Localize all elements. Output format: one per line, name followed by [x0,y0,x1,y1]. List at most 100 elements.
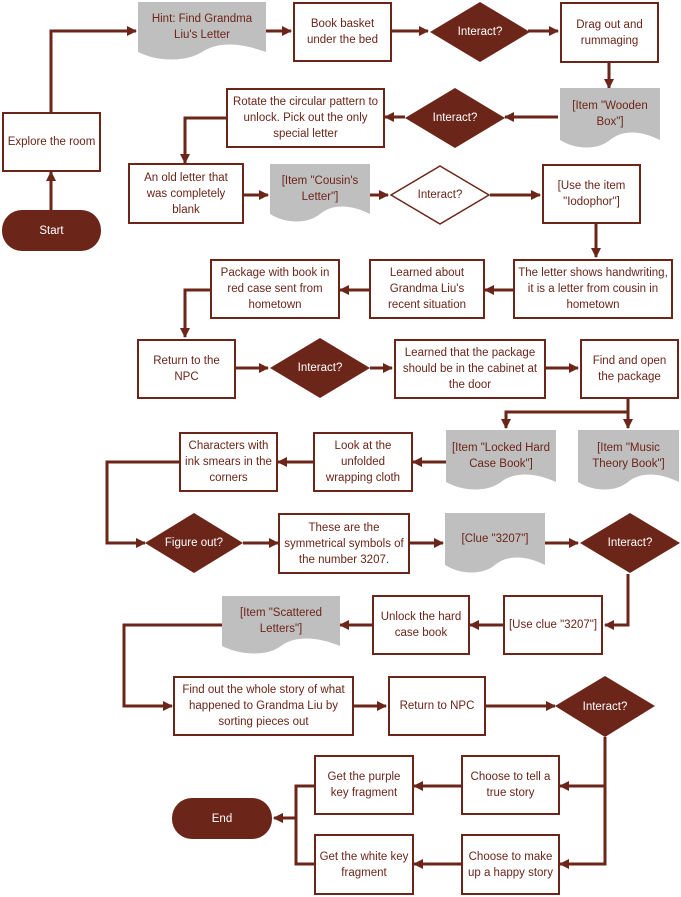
document-shape-icon [445,513,545,573]
node-white-key[interactable]: Get the white key fragment [314,834,414,895]
arrow-interact6-happy [559,786,607,869]
arrow-findopen-locked [501,399,630,429]
node-label: Package with book in red case sent from … [220,267,330,311]
node-return-npc-2[interactable]: Return to NPC [388,676,486,736]
node-label: Figure out? [164,537,224,549]
decision-interact-5[interactable]: Interact? [580,513,680,573]
node-learned-package[interactable]: Learned that the package should be in th… [394,339,546,399]
diamond-shape-icon [405,88,505,148]
node-find-open-package[interactable]: Find and open the package [580,339,679,399]
node-label: [Item "Wooden Box"] [572,100,648,128]
diamond-shape-icon [580,513,680,573]
node-purple-key[interactable]: Get the purple key fragment [314,755,414,815]
document-shape-icon [138,2,266,60]
node-label: Return to NPC [399,700,475,712]
document-shape-icon [270,164,370,222]
node-label: End [211,812,233,825]
node-happy-story[interactable]: Choose to make up a happy story [461,834,560,895]
document-shape-icon [446,430,556,490]
node-symmetrical-symbols[interactable]: These are the symmetrical symbols of the… [278,513,410,574]
node-label: [Use clue "3207"] [508,619,598,631]
node-label: Learned about Grandma Liu's recent situa… [388,267,466,311]
node-package-book[interactable]: Package with book in red case sent from … [210,259,340,319]
node-rotate-pattern[interactable]: Rotate the circular pattern to unlock. P… [226,88,385,148]
doc-scattered-letters[interactable]: [Item "Scattered Letters"] [222,596,340,656]
node-label: [Clue "3207"] [461,533,529,545]
diamond-shape-icon [555,676,655,737]
arrow-characters-figure [105,460,180,548]
node-label: Get the white key fragment [319,850,409,879]
node-label: [Item "Locked Hard Case Book"] [451,442,551,470]
node-label: [Item "Music Theory Book"] [592,442,665,470]
arrow-purple-end [273,784,314,823]
node-label: Start [39,224,64,237]
node-label: An old letter that was completely blank [144,171,228,216]
diamond-outline-icon [390,165,490,225]
node-label: Choose to make up a happy story [467,850,554,879]
node-letter-shows[interactable]: The letter shows handwriting, it is a le… [513,259,673,319]
arrow-interact6-true [559,737,607,791]
node-label: Interact? [297,362,343,374]
node-label: Explore the room [7,136,96,148]
node-label: Drag out and rummaging [576,18,643,47]
node-label: Unlock the hard case book [380,611,462,639]
node-true-story[interactable]: Choose to tell a true story [461,755,560,815]
arrow-explore-hint [49,26,137,112]
decision-interact-3[interactable]: Interact? [390,165,490,225]
arrow-interact5-useclue [604,574,630,630]
diamond-shape-icon [270,338,370,398]
node-label: Rotate the circular pattern to unlock. P… [232,96,379,140]
document-shape-icon [578,430,679,490]
node-label: Get the purple key fragment [327,771,401,799]
doc-locked-book[interactable]: [Item "Locked Hard Case Book"] [446,430,556,492]
node-book-basket[interactable]: Book basket under the bed [293,2,392,62]
arrow-white-end [273,813,314,866]
node-return-npc-1[interactable]: Return to the NPC [137,339,236,399]
node-label: [Use the item "Iodophor"] [557,180,626,208]
node-explore-room[interactable]: Explore the room [2,112,101,172]
decision-interact-4[interactable]: Interact? [270,338,370,398]
node-label: Learned that the package should be in th… [402,347,538,391]
node-label: Characters with ink smears in the corner… [185,440,272,484]
node-label: Look at the unfolded wrapping cloth [325,440,401,484]
node-unlock-book[interactable]: Unlock the hard case book [372,595,470,655]
node-label: The letter shows handwriting, it is a le… [518,267,668,311]
node-label: Interact? [582,700,628,713]
diamond-shape-icon [430,2,530,62]
node-drag-out[interactable]: Drag out and rummaging [560,2,659,63]
arrow-package-return1 [180,288,210,338]
document-shape-icon [222,596,340,654]
decision-figure-out[interactable]: Figure out? [145,513,243,573]
node-label: [Item "Cousin's Letter"] [281,175,359,203]
arrow-scattered-wholestory [122,623,222,711]
decision-interact-6[interactable]: Interact? [555,676,655,737]
node-look-cloth[interactable]: Look at the unfolded wrapping cloth [313,432,413,492]
node-label: Interact? [417,189,463,201]
node-characters-smears[interactable]: Characters with ink smears in the corner… [179,432,278,492]
node-old-letter[interactable]: An old letter that was completely blank [128,163,244,224]
node-label: Book basket under the bed [307,18,378,46]
node-label: Return to the NPC [153,355,220,383]
node-label: Interact? [457,26,503,38]
start-terminal[interactable]: Start [2,210,101,251]
doc-music-book[interactable]: [Item "Music Theory Book"] [578,430,679,492]
node-use-iodophor[interactable]: [Use the item "Iodophor"] [542,164,641,224]
doc-cousin-letter[interactable]: [Item "Cousin's Letter"] [270,164,370,224]
doc-clue-3207[interactable]: [Clue "3207"] [445,513,545,575]
decision-interact-1[interactable]: Interact? [430,2,530,62]
doc-wooden-box[interactable]: [Item "Wooden Box"] [560,88,660,150]
node-learned-about[interactable]: Learned about Grandma Liu's recent situa… [369,259,485,319]
end-terminal[interactable]: End [172,798,272,839]
node-whole-story[interactable]: Find out the whole story of what happene… [173,676,354,736]
node-label: Find and open the package [592,355,667,383]
diamond-shape-icon [145,513,243,573]
node-label: Interact? [432,112,478,124]
node-label: These are the symmetrical symbols of the… [284,521,404,566]
node-label: Choose to tell a true story [470,771,551,799]
decision-interact-2[interactable]: Interact? [405,88,505,148]
doc-hint[interactable]: Hint: Find Grandma Liu's Letter [138,2,266,62]
node-use-clue[interactable]: [Use clue "3207"] [503,595,603,655]
document-shape-icon [560,88,660,148]
